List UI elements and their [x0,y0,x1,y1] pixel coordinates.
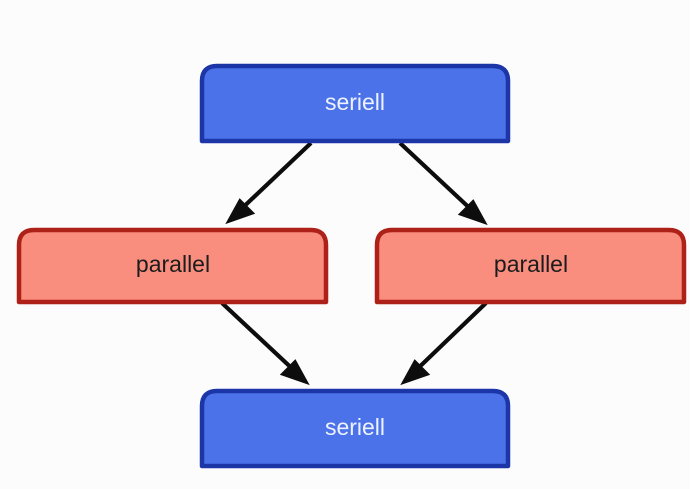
arrowhead-icon [400,359,431,386]
arrowhead-icon [225,198,256,225]
edge-group [220,141,488,386]
node-serial-bottom[interactable]: seriell [199,388,511,469]
node-serial-top[interactable]: seriell [199,63,511,144]
node-shape [199,388,511,469]
node-shape [199,63,511,144]
edge-right-to-bottom[interactable] [400,301,488,386]
node-parallel-right[interactable]: parallel [374,227,687,305]
edge-line [398,141,479,217]
node-parallel-left[interactable]: parallel [16,227,329,305]
edge-left-to-bottom[interactable] [220,301,310,386]
edge-top-to-left[interactable] [225,141,313,225]
arrowhead-icon [457,199,488,226]
node-label: seriell [325,414,385,440]
edge-line [220,301,301,377]
node-label: parallel [136,251,210,277]
node-label: parallel [494,251,568,277]
arrowhead-icon [279,359,310,386]
edge-line [409,301,488,377]
edge-top-to-right[interactable] [398,141,488,226]
node-shape [374,227,687,305]
edge-line [234,141,313,216]
node-label: seriell [325,89,385,115]
node-shape [16,227,329,305]
